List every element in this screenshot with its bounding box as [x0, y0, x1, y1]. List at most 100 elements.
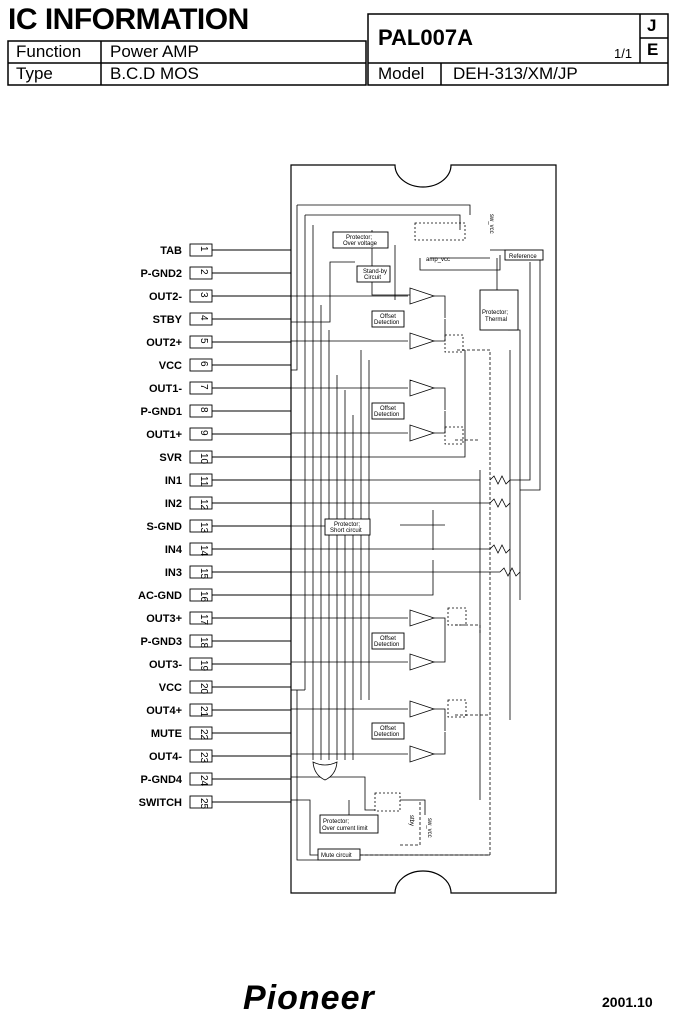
pin-label: SVR: [159, 452, 182, 464]
offset-detection-3-block: [371, 632, 405, 650]
pin-number: 10: [198, 453, 209, 465]
pin-label: SWITCH: [139, 797, 182, 809]
pin-number: 21: [198, 706, 209, 718]
pin-label: STBY: [153, 314, 183, 326]
lang-j: J: [647, 16, 657, 35]
pin-number: 19: [198, 660, 209, 672]
offset-2-label-1: Offset: [380, 406, 396, 412]
pin-label: P-GND2: [140, 268, 182, 280]
issue-date: 2001.10: [602, 994, 653, 1010]
thermal-label-1: Protector;: [482, 310, 508, 316]
standby-circuit-block: [356, 265, 391, 283]
pin-label: IN2: [165, 498, 182, 510]
pin-label: OUT2-: [149, 291, 182, 303]
function-label: Function: [16, 42, 82, 61]
pin-number: 16: [198, 591, 209, 603]
sw-vcc-label-top: sw_vcc: [488, 214, 494, 234]
pin-number: 18: [198, 637, 209, 649]
pin-3: OUT2-3: [149, 289, 291, 303]
short-circuit-label-2: Short circuit: [330, 528, 362, 534]
pin-2: P-GND2 2: [140, 266, 291, 280]
mute-label: Mute circuit: [321, 853, 352, 859]
type-value: B.C.D MOS: [110, 64, 199, 83]
offset-4-label-1: Offset: [380, 726, 396, 732]
pin-label: OUT3+: [146, 613, 182, 625]
amplifier-7: [409, 700, 436, 718]
stby-label: stby: [408, 815, 414, 826]
pin-23: OUT4- 23: [149, 749, 291, 764]
pin-number: 8: [198, 407, 209, 413]
pin-label: IN3: [165, 567, 182, 579]
pin-label: IN4: [165, 544, 183, 556]
pin-label: OUT4-: [149, 751, 182, 763]
model-label: Model: [378, 64, 425, 83]
pin-label: VCC: [159, 682, 182, 694]
pin-label: P-GND3: [140, 636, 182, 648]
pin-label: AC-GND: [138, 590, 182, 602]
pin-number: 4: [198, 315, 209, 321]
offset-4-label-2: Detection: [374, 732, 399, 738]
offset-2-label-2: Detection: [374, 412, 399, 418]
reference-block: [504, 249, 544, 261]
offset-3-label-2: Detection: [374, 642, 399, 648]
pin-label: P-GND1: [140, 406, 182, 418]
header-table: [7, 13, 669, 86]
pin-19: OUT3-19: [149, 657, 291, 672]
thermal-label-2: Thermal: [485, 317, 507, 323]
type-label: Type: [16, 64, 53, 83]
pin-label: S-GND: [147, 521, 183, 533]
ic-outline: [290, 164, 557, 894]
amplifier-8: [409, 745, 436, 763]
pin-number: 23: [198, 752, 209, 764]
short-circuit-label-1: Protector;: [334, 522, 360, 528]
pin-label: IN1: [165, 475, 182, 487]
pin-number: 6: [198, 361, 209, 367]
amplifier-group: [409, 287, 446, 763]
pin-14: IN4 14: [165, 542, 291, 557]
model-value: DEH-313/XM/JP: [453, 64, 578, 83]
pin-16: AC-GND 16: [138, 588, 291, 603]
pin-number: 24: [198, 775, 209, 787]
pin-13: S-GND 13: [147, 519, 291, 534]
part-number: PAL007A: [378, 25, 473, 50]
page-number: 1/1: [614, 46, 633, 61]
function-value: Power AMP: [110, 42, 199, 61]
over-current-label-2: Over current limit: [322, 826, 368, 832]
offset-1-label-2: Detection: [374, 320, 399, 326]
pioneer-logo: Pioneer: [243, 979, 375, 1017]
amplifier-output-wire: [434, 295, 446, 318]
lang-e: E: [647, 40, 659, 59]
amplifier-output-wire: [434, 387, 446, 410]
offset-detection-2-block: [371, 402, 405, 420]
pin-9: OUT1+9: [146, 427, 291, 441]
offset-detection-4-block: [371, 722, 405, 740]
amplifier-output-wire: [434, 732, 446, 755]
amp-vcc-label: amp_vcc: [426, 257, 450, 263]
pin-number: 7: [198, 384, 209, 390]
amplifier-output-wire: [434, 708, 446, 731]
amplifier-6: [409, 653, 436, 671]
pin-label: OUT1+: [146, 429, 182, 441]
pin-number: 22: [198, 729, 209, 741]
amplifier-output-wire: [434, 640, 446, 663]
mute-circuit-block: [317, 848, 361, 861]
sw-vcc-label-bottom: sw_vcc: [426, 818, 432, 838]
pin-number: 15: [198, 568, 209, 580]
pin-number: 14: [198, 545, 209, 557]
amplifier-output-wire: [434, 411, 446, 434]
switch-boxes: [374, 222, 467, 812]
amplifier-3: [409, 379, 436, 397]
pin-4: STBY 4: [153, 312, 291, 326]
pin-7: OUT1-7: [149, 381, 291, 395]
pin-number: 2: [198, 269, 209, 275]
reference-label: Reference: [509, 254, 537, 260]
pin-number: 5: [198, 338, 209, 344]
pin-number: 13: [198, 522, 209, 534]
or-gate: [312, 761, 338, 781]
